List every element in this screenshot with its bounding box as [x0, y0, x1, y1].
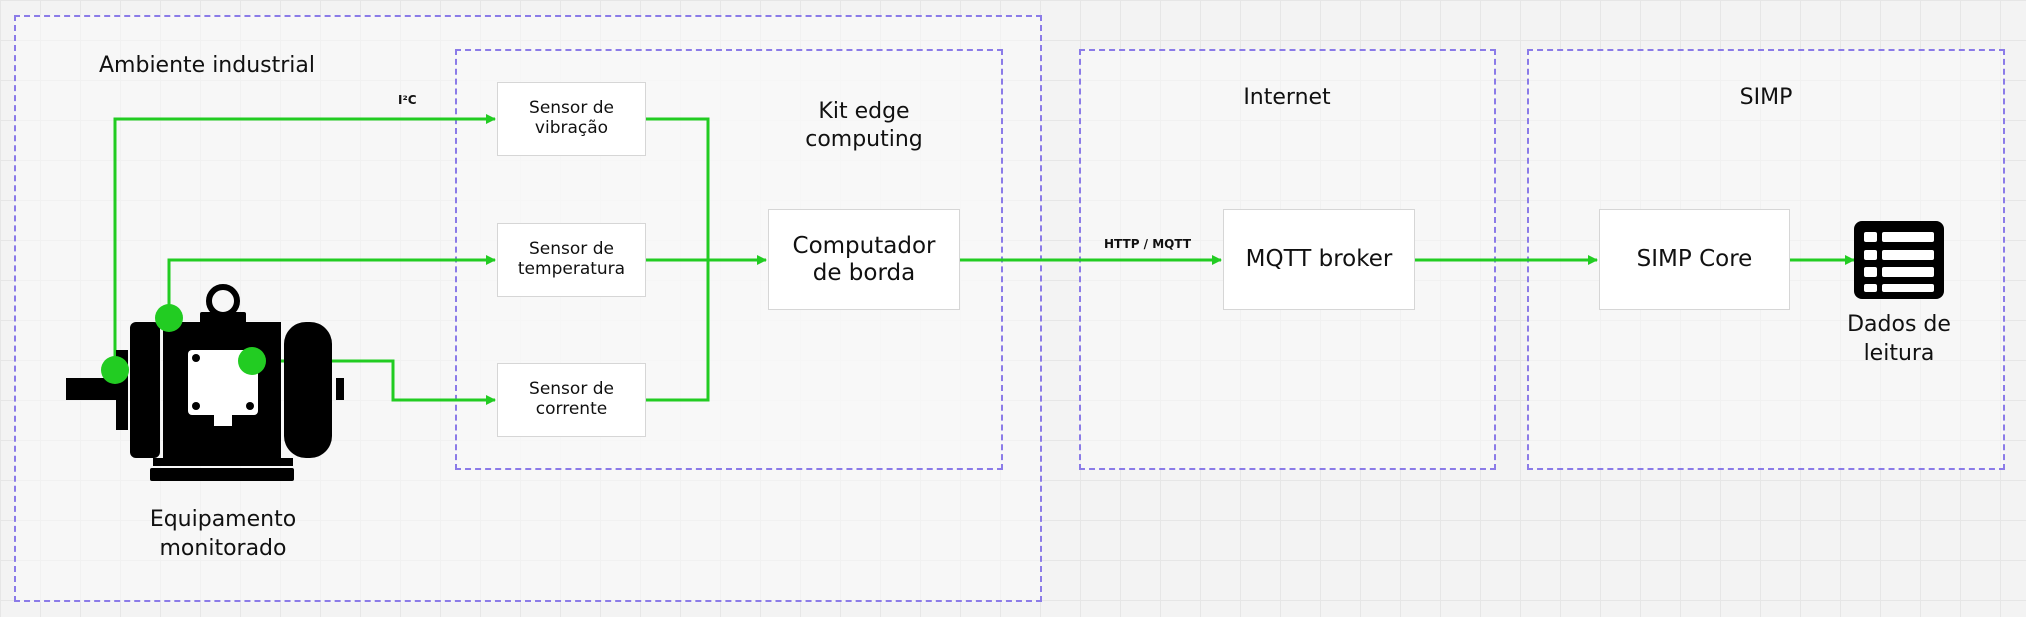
equipment-caption: Equipamento monitorado	[149, 507, 297, 561]
sensor-box-temperature: Sensor de temperatura	[497, 223, 646, 297]
sensor-box-current: Sensor de corrente	[497, 363, 646, 437]
sensor-point-vibration	[101, 356, 129, 384]
zone-industrial-title: Ambiente industrial	[99, 53, 315, 78]
sensor-box-vibration: Sensor de vibração	[497, 82, 646, 156]
zone-internet-title: Internet	[1243, 85, 1331, 110]
table-list-icon	[1854, 221, 1944, 299]
electric-motor-icon	[66, 284, 344, 481]
wire-motor-vibration	[113, 114, 496, 370]
simp-core-box: SIMP Core	[1599, 209, 1790, 310]
sensor-point-current	[238, 347, 266, 375]
wire-motor-temperature	[167, 255, 496, 318]
zone-edge-kit-title: Kit edge computing	[805, 99, 923, 152]
sensor-point-temperature	[155, 304, 183, 332]
protocol-label-i2c: I²C	[398, 93, 417, 107]
edge-computer-box: Computador de borda	[768, 209, 960, 310]
reading-data-caption: Dados de leitura	[1847, 312, 1951, 366]
protocol-label-http-mqtt: HTTP / MQTT	[1104, 237, 1192, 251]
zone-simp-title: SIMP	[1739, 85, 1793, 110]
mqtt-broker-box: MQTT broker	[1223, 209, 1415, 310]
